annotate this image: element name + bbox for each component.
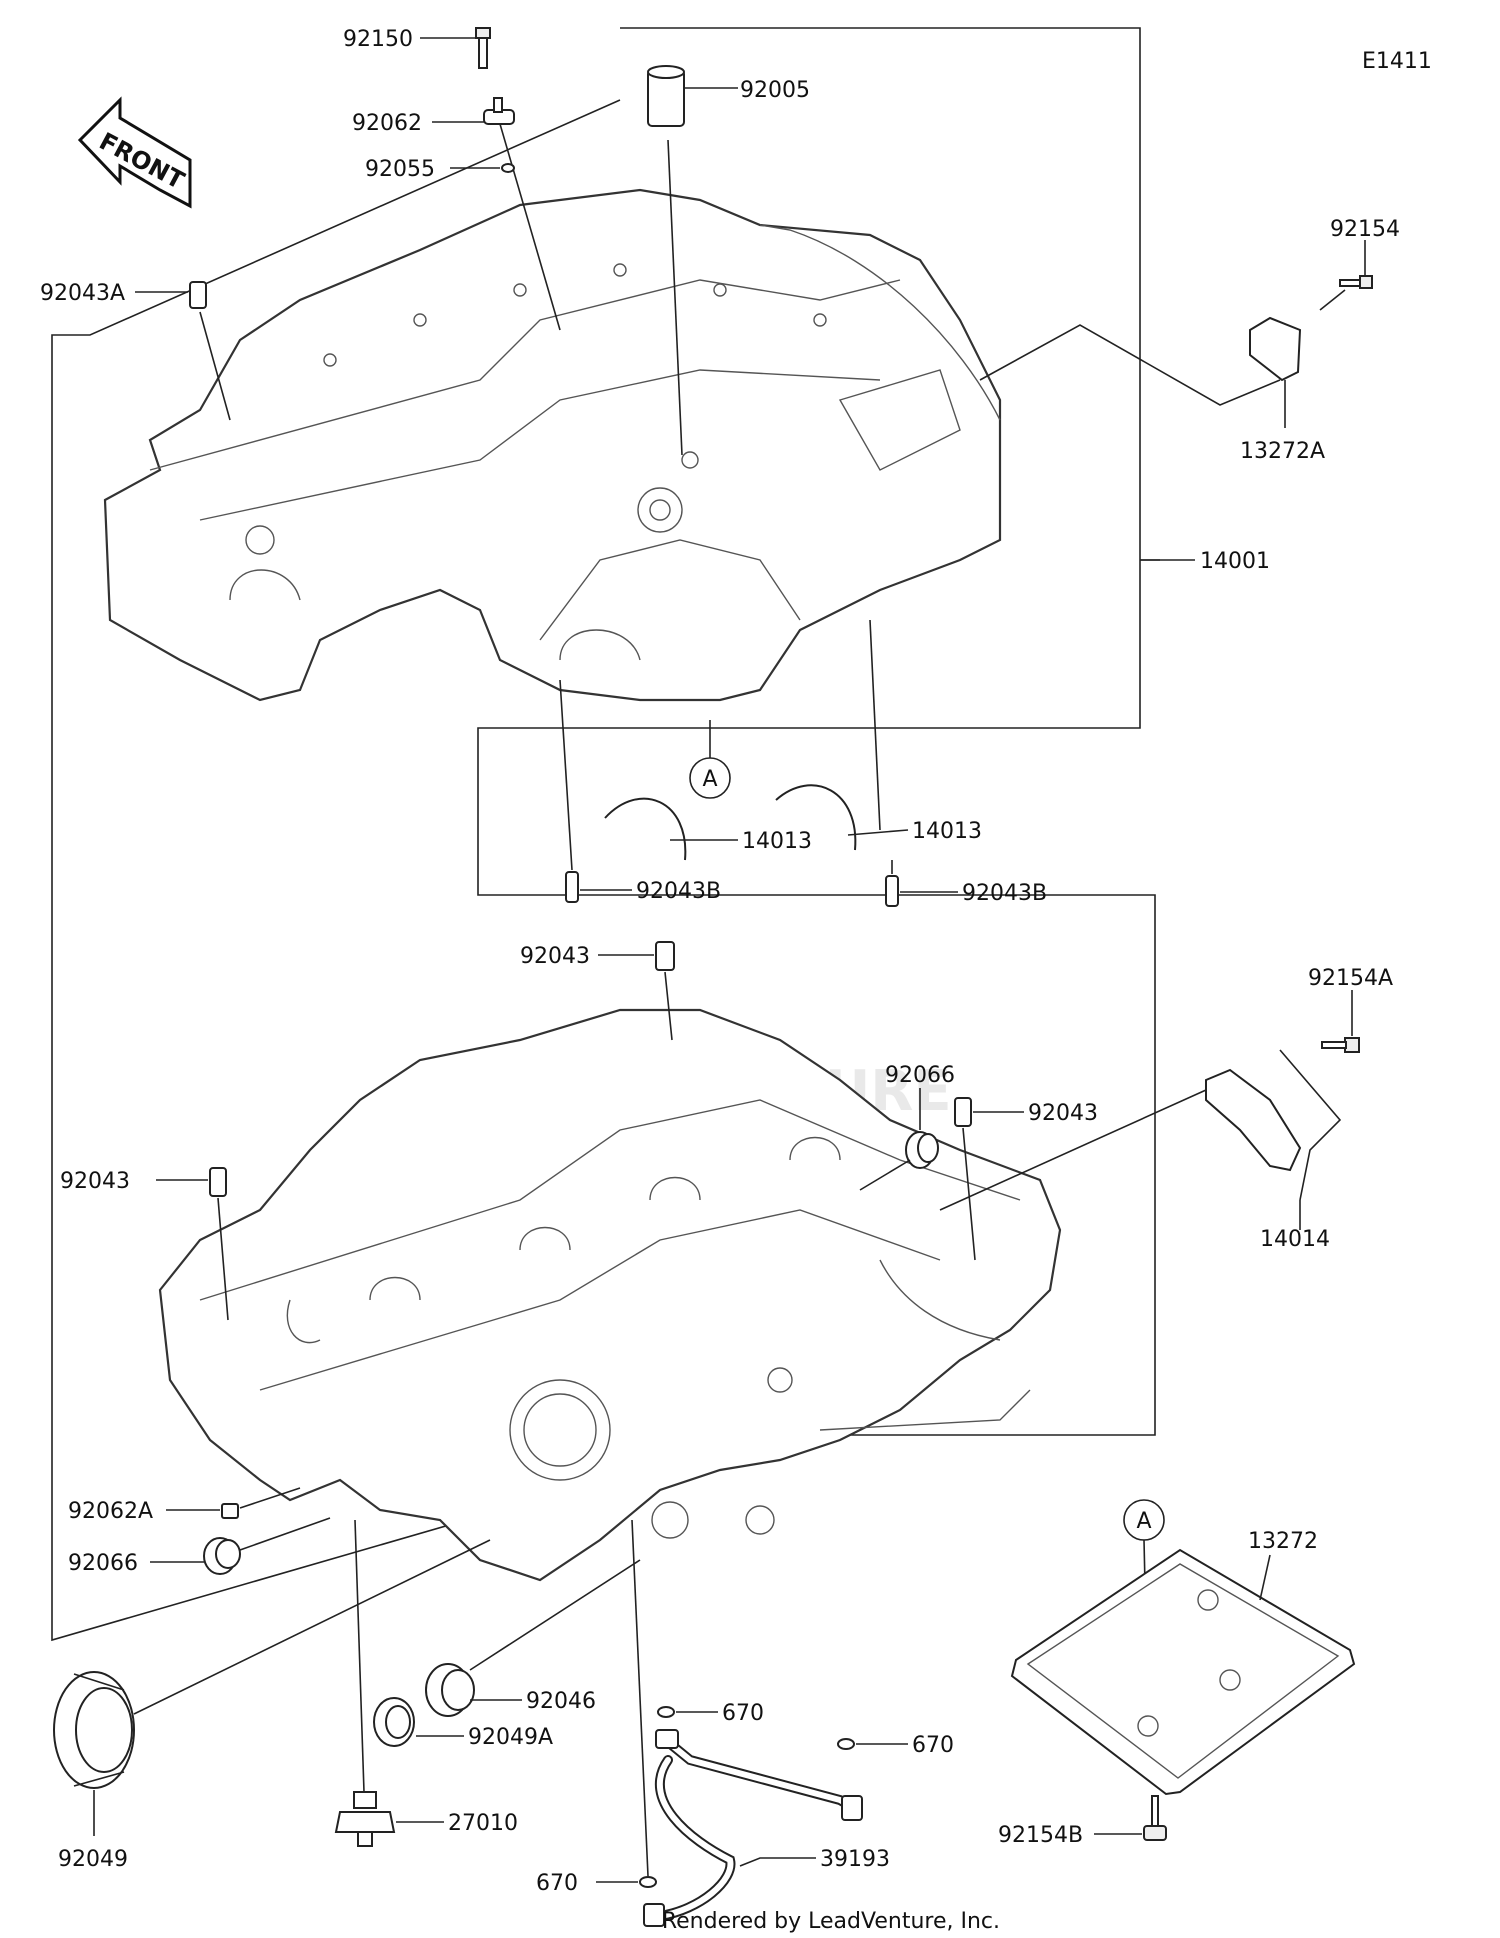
label-92043B-a: 92043B [636, 879, 721, 904]
label-92062A: 92062A [68, 1499, 153, 1524]
dowel-92043A [189, 281, 207, 309]
oring-92055 [501, 163, 515, 173]
callout-marker-a-upper [689, 757, 731, 799]
label-92066-lower: 92066 [68, 1551, 138, 1576]
label-92043-left: 92043 [60, 1169, 130, 1194]
label-27010: 27010 [448, 1811, 518, 1836]
lower-crankcase [158, 1008, 1062, 1582]
label-39193: 39193 [820, 1847, 890, 1872]
fitting-92005 [647, 65, 685, 127]
dowel-92043B-a [565, 871, 579, 903]
bearing-14013-a [604, 797, 687, 861]
label-92062: 92062 [352, 111, 422, 136]
bolt-92154A [1321, 1037, 1360, 1053]
dowel-92043-right [954, 1097, 972, 1127]
washer-670-c [639, 1876, 657, 1888]
washer-670-b [837, 1738, 855, 1750]
seal-92049 [53, 1671, 135, 1789]
label-14014: 14014 [1260, 1227, 1330, 1252]
switch-27010 [334, 1791, 396, 1847]
plate-14014 [1205, 1068, 1302, 1172]
dowel-92043B-b [885, 875, 899, 907]
label-670-c: 670 [536, 1871, 578, 1896]
label-92150: 92150 [343, 27, 413, 52]
callout-a-upper-text: A [702, 767, 717, 792]
diagram-code: E1411 [1362, 49, 1432, 74]
footer-credit: Rendered by LeadVenture, Inc. [662, 1909, 1000, 1934]
dowel-92043-left [209, 1167, 227, 1197]
label-670-a: 670 [722, 1701, 764, 1726]
label-14013-b: 14013 [912, 819, 982, 844]
label-92066-upper: 92066 [885, 1063, 955, 1088]
gasket-13272 [1010, 1548, 1356, 1796]
label-92043-right: 92043 [1028, 1101, 1098, 1126]
label-92043-top: 92043 [520, 944, 590, 969]
plate-13272A [1249, 316, 1302, 382]
label-14001: 14001 [1200, 549, 1270, 574]
label-92055: 92055 [365, 157, 435, 182]
fitting-92062A [221, 1503, 239, 1519]
label-92049A: 92049A [468, 1725, 553, 1750]
seal-92049A [373, 1697, 415, 1747]
label-92049: 92049 [58, 1847, 128, 1872]
label-670-b: 670 [912, 1733, 954, 1758]
label-13272: 13272 [1248, 1529, 1318, 1554]
plug-92066-lower [203, 1537, 241, 1575]
label-92154B: 92154B [998, 1823, 1083, 1848]
label-14013-a: 14013 [742, 829, 812, 854]
washer-670-a [657, 1706, 675, 1718]
callout-a-lower-text: A [1136, 1509, 1151, 1534]
label-92154A: 92154A [1308, 966, 1393, 991]
front-arrow-icon: FRONT [77, 96, 192, 209]
dowel-92043-top [655, 941, 675, 971]
bolt-92154 [1339, 275, 1373, 289]
plug-92066-upper [905, 1131, 939, 1169]
label-92046: 92046 [526, 1689, 596, 1714]
label-92154: 92154 [1330, 217, 1400, 242]
bolt-92154B [1143, 1795, 1167, 1841]
bearing-92046 [425, 1663, 475, 1717]
label-92043B-b: 92043B [962, 881, 1047, 906]
bearing-14013-b [775, 784, 857, 851]
label-92005: 92005 [740, 78, 810, 103]
fitting-92062 [483, 97, 515, 125]
label-13272A: 13272A [1240, 439, 1325, 464]
upper-crankcase [103, 188, 1002, 702]
oil-pipe-39193 [643, 1729, 863, 1927]
bolt-92150 [475, 27, 491, 69]
label-92043A: 92043A [40, 281, 125, 306]
